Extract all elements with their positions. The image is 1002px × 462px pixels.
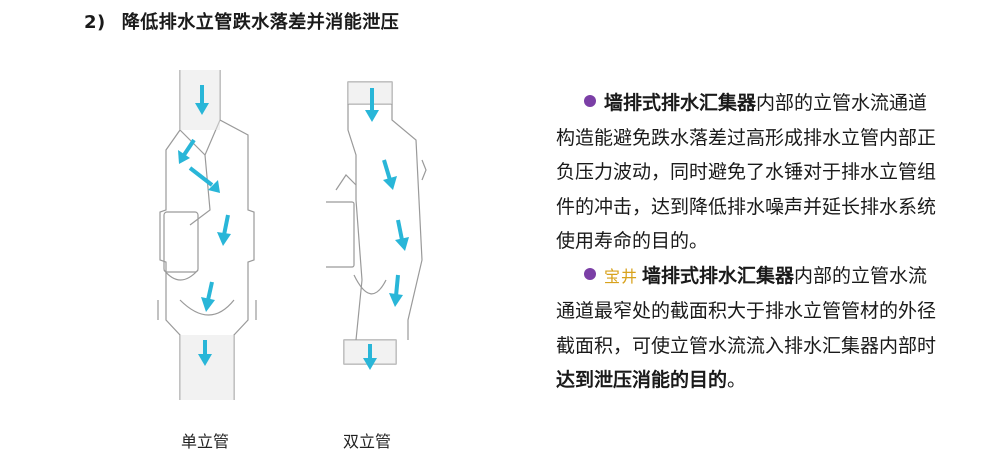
section-title: 降低排水立管跌水落差并消能泄压	[121, 12, 400, 33]
paragraph-2-emphasis: 达到泄压消能的目的	[556, 369, 728, 391]
section-number: 2)	[84, 12, 106, 33]
single-stack-caption: 单立管	[181, 432, 230, 451]
flow-arrow-icon	[178, 85, 231, 366]
product-name: 墙排式排水汇集器	[642, 264, 795, 287]
paragraph-2-end: 。	[727, 369, 747, 391]
paragraph-1-body: 内部的立管水流通道构造能避免跌水落差过高形成排水立管内部正负压力波动，同时避免了…	[556, 92, 937, 252]
bullet-icon	[584, 95, 596, 107]
double-stack-diagram	[326, 81, 427, 370]
section-heading: 2) 降低排水立管跌水落差并消能泄压	[84, 8, 399, 34]
brand-logo-text: 宝井	[604, 266, 639, 286]
paragraph-1: 墙排式排水汇集器内部的立管水流通道构造能避免跌水落差过高形成排水立管内部正负压力…	[556, 86, 946, 259]
single-stack-diagram	[157, 70, 257, 400]
bullet-icon	[584, 267, 596, 280]
description-text: 墙排式排水汇集器内部的立管水流通道构造能避免跌水落差过高形成排水立管内部正负压力…	[556, 86, 946, 398]
product-name: 墙排式排水汇集器	[604, 92, 757, 114]
paragraph-2: 宝井墙排式排水汇集器内部的立管水流通道最窄处的截面积大于排水立管管材的外径截面积…	[556, 259, 946, 398]
flow-arrow-icon	[363, 88, 409, 370]
paragraph-2-body: 内部的立管水流通道最窄处的截面积大于排水立管管材的外径截面积，可使立管水流流入排…	[556, 264, 937, 357]
double-stack-caption: 双立管	[343, 432, 392, 451]
